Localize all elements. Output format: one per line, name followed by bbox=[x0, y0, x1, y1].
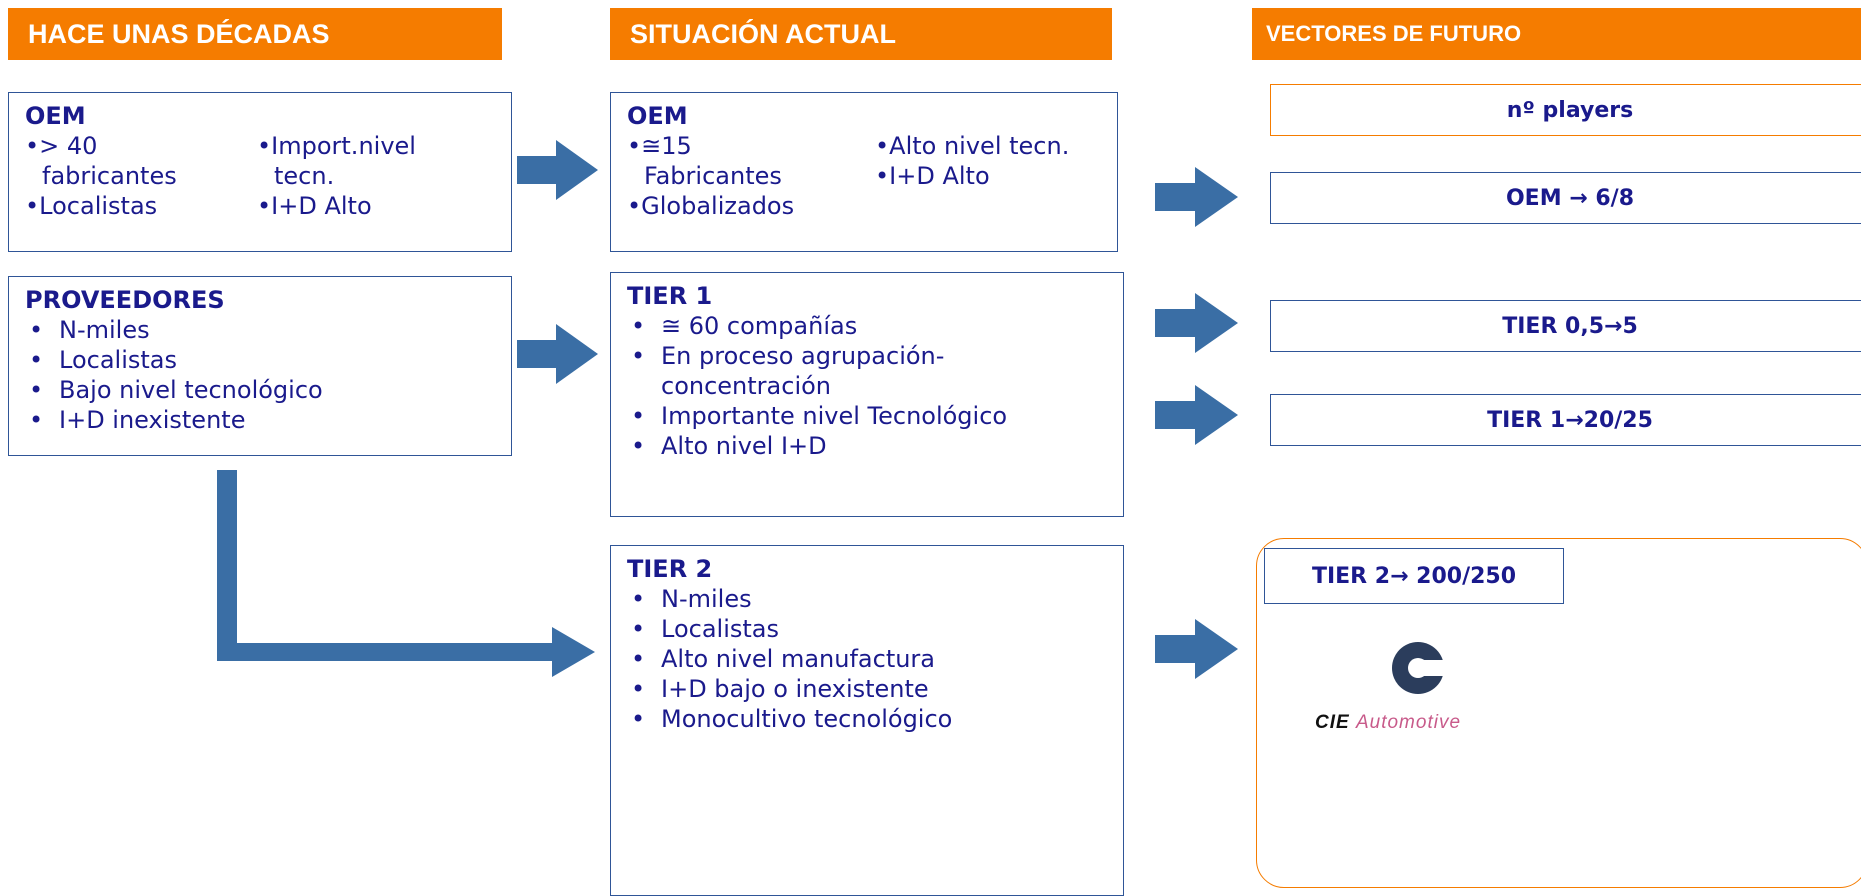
header-current: SITUACIÓN ACTUAL bbox=[610, 8, 1112, 60]
arrow-past-suppliers bbox=[517, 324, 598, 384]
current-tier2-item: I+D bajo o inexistente bbox=[627, 674, 1107, 704]
current-tier2-item: Monocultivo tecnológico bbox=[627, 704, 1107, 734]
past-oem-left-1: •> 40 bbox=[25, 132, 98, 160]
arrow-tier2 bbox=[1155, 619, 1238, 679]
past-oem-left-2: fabricantes bbox=[42, 162, 177, 190]
current-tier2-item: N-miles bbox=[627, 584, 1107, 614]
logo-name: Automotive bbox=[1355, 712, 1462, 733]
arrow-past-oem bbox=[517, 140, 598, 200]
current-oem-right-2: •I+D Alto bbox=[875, 162, 990, 190]
current-tier1-item: Alto nivel I+D bbox=[627, 431, 1107, 461]
future-tier05-box: TIER 0,5→5 bbox=[1270, 300, 1861, 352]
current-tier2-box: TIER 2 N-miles Localistas Alto nivel man… bbox=[610, 545, 1124, 896]
past-oem-left-3: •Localistas bbox=[25, 192, 158, 220]
cie-logo-text: CIE Automotive bbox=[1315, 712, 1461, 734]
current-tier1-item: ≅ 60 compañías bbox=[627, 311, 1107, 341]
future-tier2-frame bbox=[1256, 538, 1861, 888]
past-oem-right-3: •I+D Alto bbox=[257, 192, 372, 220]
past-oem-box: OEM •> 40 fabricantes •Localistas •Impor… bbox=[8, 92, 512, 252]
arrow-current-oem bbox=[1155, 167, 1238, 227]
past-suppliers-item: N-miles bbox=[25, 315, 495, 345]
current-oem-left-2: Fabricantes bbox=[644, 162, 782, 190]
arrow-tier1 bbox=[1155, 385, 1238, 445]
current-tier2-item: Alto nivel manufactura bbox=[627, 644, 1107, 674]
logo-brand: CIE bbox=[1315, 712, 1350, 733]
past-suppliers-item: Bajo nivel tecnológico bbox=[25, 375, 495, 405]
current-tier1-title: TIER 1 bbox=[627, 282, 713, 310]
past-suppliers-item: I+D inexistente bbox=[25, 405, 495, 435]
future-players-box: nº players bbox=[1270, 84, 1861, 136]
current-tier2-title: TIER 2 bbox=[627, 555, 713, 583]
current-tier1-item: En proceso agrupación-concentración bbox=[627, 341, 991, 401]
current-tier1-item: Importante nivel Tecnológico bbox=[627, 401, 1107, 431]
current-oem-left-3: •Globalizados bbox=[627, 192, 795, 220]
arrow-suppliers-to-tier2 bbox=[217, 470, 595, 677]
header-past: HACE UNAS DÉCADAS bbox=[8, 8, 502, 60]
past-suppliers-item: Localistas bbox=[25, 345, 495, 375]
arrow-tier05 bbox=[1155, 293, 1238, 353]
past-oem-right-1: •Import.nivel bbox=[257, 132, 416, 160]
current-oem-title: OEM bbox=[627, 102, 688, 130]
past-oem-right-2: tecn. bbox=[274, 162, 335, 190]
past-suppliers-box: PROVEEDORES N-miles Localistas Bajo nive… bbox=[8, 276, 512, 456]
past-suppliers-title: PROVEEDORES bbox=[25, 286, 225, 314]
current-tier2-item: Localistas bbox=[627, 614, 1107, 644]
future-tier2-box: TIER 2→ 200/250 bbox=[1264, 548, 1564, 604]
current-oem-right-1: •Alto nivel tecn. bbox=[875, 132, 1070, 160]
current-tier1-box: TIER 1 ≅ 60 compañías En proceso agrupac… bbox=[610, 272, 1124, 517]
future-tier1-box: TIER 1→20/25 bbox=[1270, 394, 1861, 446]
current-oem-left-1: •≅15 bbox=[627, 132, 692, 160]
header-future: VECTORES DE FUTURO bbox=[1252, 8, 1861, 60]
current-oem-box: OEM •≅15 Fabricantes •Globalizados •Alto… bbox=[610, 92, 1118, 252]
future-oem-box: OEM → 6/8 bbox=[1270, 172, 1861, 224]
past-oem-title: OEM bbox=[25, 102, 86, 130]
